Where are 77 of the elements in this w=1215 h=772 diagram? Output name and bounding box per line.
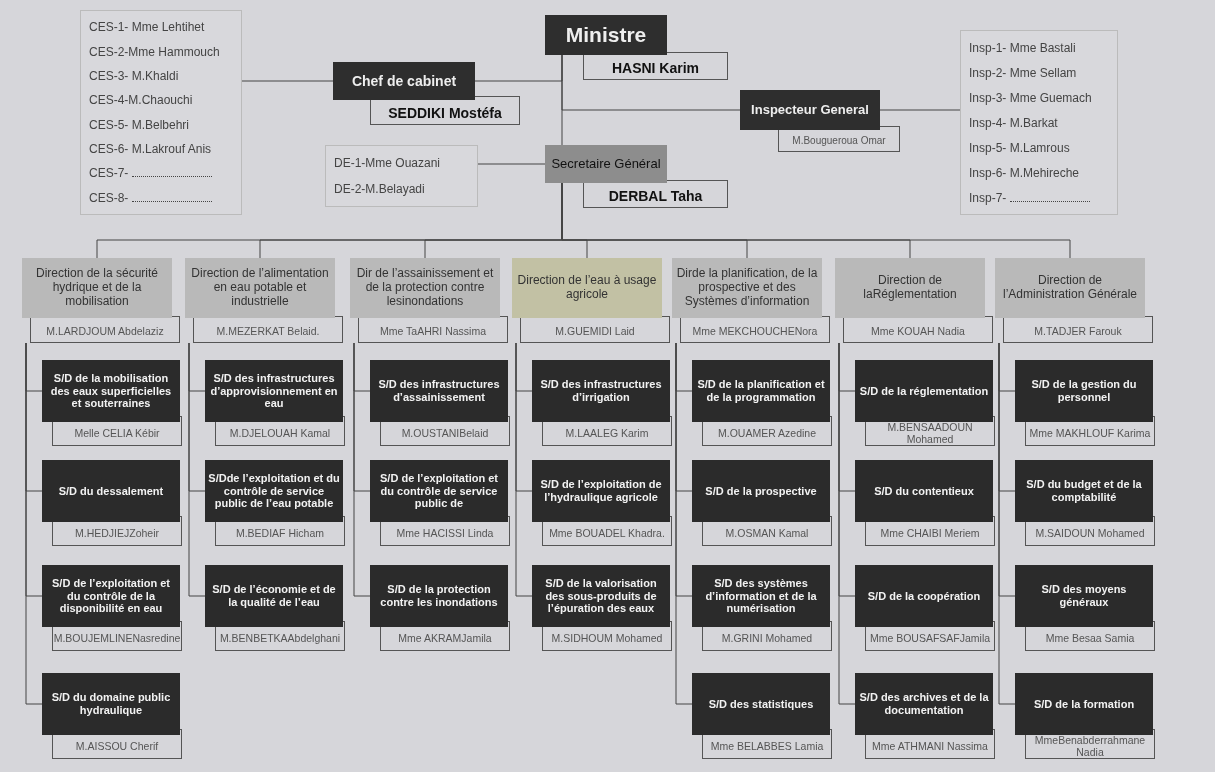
title-box: Ministre: [545, 15, 667, 55]
subdirectorate-box: S/D de la protection contre les inondations: [370, 565, 508, 627]
name-box: M.GUEMIDI Laid: [520, 316, 670, 343]
connector-line: [477, 163, 546, 165]
subdirectorate-box: S/D de la prospective: [692, 460, 830, 522]
connector-line: [838, 342, 856, 705]
connector-line: [353, 342, 371, 597]
connector-line: [188, 342, 206, 597]
directorate-box: Direction de l’alimentation en eau potable et industrielle: [185, 258, 335, 318]
subdirectorate-box: S/D de l’exploitation et du contrôle de la disponibilité en eau: [42, 565, 180, 627]
directorate-box: Direction de laRéglementation: [835, 258, 985, 318]
subdirectorate-box: S/D du contentieux: [855, 460, 993, 522]
subdirectorate-box: S/D des infrastructures d’approvisionnement en eau: [205, 360, 343, 422]
name-box: Mme MEKCHOUCHENora: [680, 316, 830, 343]
list-item: Insp-5- M.Lamrous: [969, 140, 1070, 155]
list-item: Insp-3- Mme Guemach: [969, 90, 1092, 105]
title-box: Secretaire Général: [545, 145, 667, 183]
subdirectorate-box: S/D de l’exploitation de l’hydraulique agricole: [532, 460, 670, 522]
directorate-box: Dir de l’assainissement et de la protection contre lesinondations: [350, 258, 500, 318]
subdirectorate-box: S/D des moyens généraux: [1015, 565, 1153, 627]
subdirectorate-box: S/D des systèmes d’information et de la numérisation: [692, 565, 830, 627]
name-box: SEDDIKI Mostéfa: [370, 96, 520, 125]
list-item: DE-2-M.Belayadi: [334, 182, 425, 196]
connector-line: [25, 342, 43, 705]
subdirectorate-box: S/D de la réglementation: [855, 360, 993, 422]
title-box: Chef de cabinet: [333, 62, 475, 100]
list-panel: [325, 145, 478, 207]
name-box: DERBAL Taha: [583, 180, 728, 208]
list-item: CES-3- M.Khaldi: [89, 68, 179, 83]
list-item: CES-1- Mme Lehtihet: [89, 20, 205, 35]
list-item: Insp-6- M.Mehireche: [969, 165, 1080, 180]
list-panel: [960, 30, 1118, 215]
subdirectorate-box: S/D du domaine public hydraulique: [42, 673, 180, 735]
subdirectorate-box: S/D du budget et de la comptabilité: [1015, 460, 1153, 522]
list-item: Insp-7-: [969, 190, 1007, 205]
list-item: CES-8-: [89, 190, 129, 205]
subdirectorate-box: S/D de la formation: [1015, 673, 1153, 735]
subdirectorate-box: S/D des infrastructures d’irrigation: [532, 360, 670, 422]
directorate-box: Dirde la planification, de la prospective et des Systèmes d’information: [672, 258, 822, 318]
name-box: Mme TaAHRI Nassima: [358, 316, 508, 343]
list-item: Insp-2- Mme Sellam: [969, 65, 1077, 80]
list-item: CES-6- M.Lakrouf Anis: [89, 142, 212, 157]
subdirectorate-box: S/D des statistiques: [692, 673, 830, 735]
subdirectorate-box: S/D des archives et de la documentation: [855, 673, 993, 735]
list-item: CES-5- M.Belbehri: [89, 117, 190, 132]
connector-line: [675, 342, 693, 705]
name-box: HASNI Karim: [583, 52, 728, 80]
name-box: M.TADJER Farouk: [1003, 316, 1153, 343]
name-box: M.LARDJOUM Abdelaziz: [30, 316, 180, 343]
list-item: Insp-1- Mme Bastali: [969, 40, 1076, 55]
subdirectorate-box: S/D de la gestion du personnel: [1015, 360, 1153, 422]
directorate-box: Direction de l’eau à usage agricole: [512, 258, 662, 318]
list-item: CES-2-Mme Hammouch: [89, 44, 220, 59]
title-box: Inspecteur General: [740, 90, 880, 130]
subdirectorate-box: S/D de la valorisation des sous-produits de l’épuration des eaux: [532, 565, 670, 627]
list-item: CES-4-M.Chaouchi: [89, 93, 193, 108]
subdirectorate-box: S/Dde l’exploitation et du contrôle de service public de l’eau potable: [205, 460, 343, 522]
subdirectorate-box: S/D de l’exploitation et du contrôle de service public de: [370, 460, 508, 522]
list-panel: [80, 10, 242, 215]
subdirectorate-box: S/D de l’économie et de la qualité de l’eau: [205, 565, 343, 627]
name-box: M.MEZERKAT Belaid.: [193, 316, 343, 343]
directorate-box: Direction de la sécurité hydrique et de la mobilisation: [22, 258, 172, 318]
connector-line: [879, 109, 961, 111]
subdirectorate-box: S/D de la planification et de la programmation: [692, 360, 830, 422]
subdirectorate-box: S/D de la coopération: [855, 565, 993, 627]
connector-line: [515, 342, 533, 597]
directorate-box: Direction de l’Administration Générale: [995, 258, 1145, 318]
list-item: CES-7-: [89, 166, 129, 181]
subdirectorate-box: S/D des infrastructures d’assainissement: [370, 360, 508, 422]
connector-line: [998, 342, 1016, 705]
name-box: Mme KOUAH Nadia: [843, 316, 993, 343]
list-item: DE-1-Mme Ouazani: [334, 156, 441, 170]
subdirectorate-box: S/D de la mobilisation des eaux superficielles et souterraines: [42, 360, 180, 422]
connector-line: [241, 80, 334, 82]
connector-line: [561, 54, 563, 146]
subdirectorate-box: S/D du dessalement: [42, 460, 180, 522]
list-item: Insp-4- M.Barkat: [969, 115, 1058, 130]
